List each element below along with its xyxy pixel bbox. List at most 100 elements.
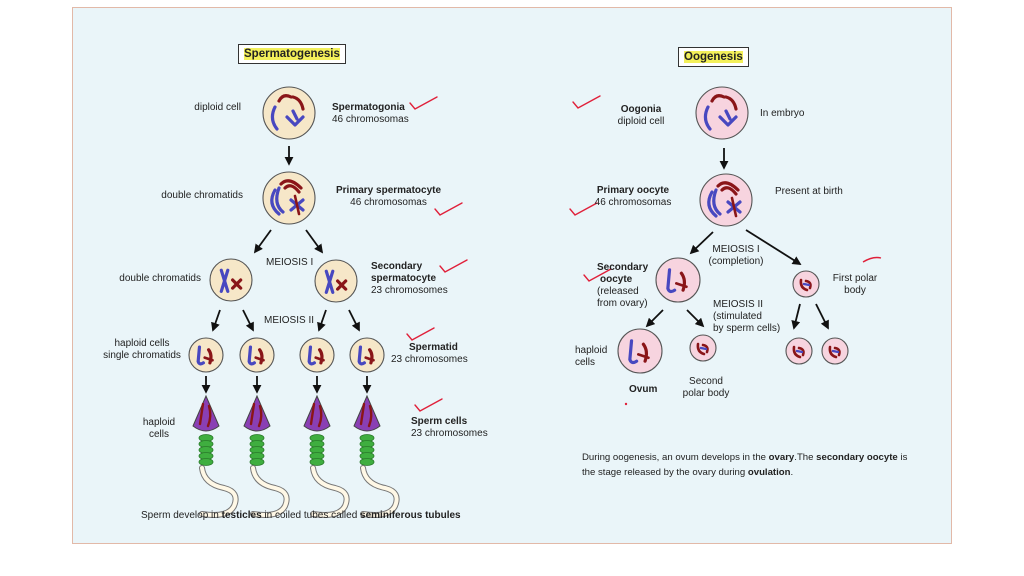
cell-membrane <box>349 337 385 373</box>
chromosome <box>277 94 293 103</box>
label-oogonia: Oogonia diploid cell <box>617 104 665 127</box>
label-secondary-spermatocyte: Secondary spermatocyte 23 chromosomes <box>371 261 448 296</box>
sperm-cell-1 <box>192 394 239 518</box>
sperm-midpiece-segment <box>249 458 265 466</box>
chromosome <box>797 346 805 357</box>
polar-body-cell-1 <box>785 337 813 365</box>
chromosome <box>219 268 230 293</box>
check-mark-primary-oocyte <box>569 202 598 216</box>
chromosome <box>247 345 256 366</box>
chromosome <box>270 188 281 216</box>
label-secondary-oocyte: Secondary oocyte (released from ovary) <box>597 262 649 309</box>
chromosome <box>231 278 243 290</box>
chromosome <box>679 271 687 292</box>
chromosome <box>799 278 809 292</box>
check-mark-secondary-spermatocyte <box>439 259 468 273</box>
ovum-cell <box>617 328 663 374</box>
chromosome <box>207 348 213 365</box>
arrow-to-spermatid-3 <box>317 309 327 332</box>
arrow-to-ovum <box>645 309 664 328</box>
label-meiosis-2: MEIOSIS II <box>264 315 315 326</box>
label-haploid-cells-single: haploid cells single chromatids <box>103 338 181 361</box>
oogenesis-paragraph: During oogenesis, an ovum develops in th… <box>582 452 908 478</box>
sperm-tail <box>311 466 349 517</box>
chromosome <box>637 353 650 360</box>
slide-panel: Spermatogenesis diploid cell double chro… <box>72 7 952 544</box>
chromosome <box>291 109 299 121</box>
sperm-midpiece-segment <box>198 458 214 466</box>
chromosome <box>279 179 303 190</box>
chromosome <box>699 346 708 351</box>
sperm-head <box>243 394 271 432</box>
cell-membrane <box>314 259 358 303</box>
sperm-cell-4 <box>353 394 400 518</box>
chromosome <box>696 342 706 356</box>
check-mark-oogonia <box>572 95 601 109</box>
chromosome <box>804 279 812 290</box>
oogonium-cell <box>695 86 749 140</box>
chromosome <box>716 181 740 192</box>
chromosome <box>249 402 256 426</box>
cell-membrane <box>239 337 275 373</box>
label-second-polar-body: Second polar body <box>682 376 730 399</box>
chromosome <box>283 184 301 194</box>
spermatid-cell-2 <box>239 337 275 373</box>
diagram-artwork <box>188 86 882 518</box>
spermatid-cell-4 <box>349 337 385 373</box>
chromosome <box>206 404 212 428</box>
chromosome <box>833 346 841 357</box>
check-mark-first-polar-body <box>862 256 882 263</box>
chromosome <box>718 115 738 127</box>
label-oo-haploid-cells: haploid cells <box>575 345 608 368</box>
chromosome <box>270 105 279 131</box>
arrow-to-spermatid-2 <box>242 309 254 332</box>
spermatogenesis-title: Spermatogenesis <box>238 44 346 64</box>
chromosome <box>275 186 285 214</box>
sperm-cell-3 <box>303 394 350 518</box>
secondary-spermatocyte-cell-right <box>314 259 358 303</box>
sperm-head <box>353 394 381 432</box>
chromosome <box>291 95 305 111</box>
sperm-midpiece-segment <box>309 458 325 466</box>
check-mark-spermatid <box>406 327 435 341</box>
sperm-head <box>192 394 220 432</box>
check-mark-sperm-cells <box>414 398 443 412</box>
chromosome <box>254 356 265 362</box>
second-polar-body-cell <box>689 334 717 362</box>
chromosome <box>257 404 263 428</box>
label-primary-oocyte: Primary oocyte 46 chromosomas <box>594 185 672 208</box>
chromosome <box>724 109 732 121</box>
chromosome <box>357 345 366 366</box>
sperm-tail <box>361 466 399 517</box>
label-diploid-cell: diploid cell <box>194 102 241 113</box>
primary-oocyte-cell <box>699 173 753 227</box>
chromosome <box>730 196 738 218</box>
spermatid-cell-1 <box>188 337 224 373</box>
chromosome <box>831 349 840 354</box>
chromosome <box>196 345 205 366</box>
label-oo-meiosis-2: MEIOSIS II (stimulated by sperm cells) <box>713 299 781 334</box>
primary-spermatocyte-cell <box>262 171 316 225</box>
chromosome <box>703 105 712 131</box>
chromosome <box>309 402 316 426</box>
check-mark-primary-spermatocyte <box>434 202 463 216</box>
label-meiosis-1: MEIOSIS I <box>266 257 314 268</box>
chromosome <box>712 188 722 216</box>
sperm-cell-2 <box>243 394 290 518</box>
secondary-oocyte-cell <box>655 257 701 303</box>
cell-membrane <box>209 258 253 302</box>
chromosome <box>318 348 324 365</box>
chromosome <box>364 356 375 362</box>
chromosome <box>293 194 301 216</box>
chromosome <box>324 269 335 294</box>
check-mark-secondary-oocyte <box>583 268 612 282</box>
label-double-chromatids-1: double chromatids <box>161 190 243 201</box>
arrow-primary-to-secondary-left <box>253 229 272 254</box>
chromosome <box>828 345 838 359</box>
chromosome <box>336 279 348 291</box>
first-polar-body-cell <box>792 270 820 298</box>
label-double-chromatids-2: double chromatids <box>119 273 201 284</box>
chromosome <box>359 402 366 426</box>
spermatogenesis-footer: Sperm develop in testicles in coiled tub… <box>141 510 461 521</box>
oogenesis-title: Oogenesis <box>678 47 749 67</box>
